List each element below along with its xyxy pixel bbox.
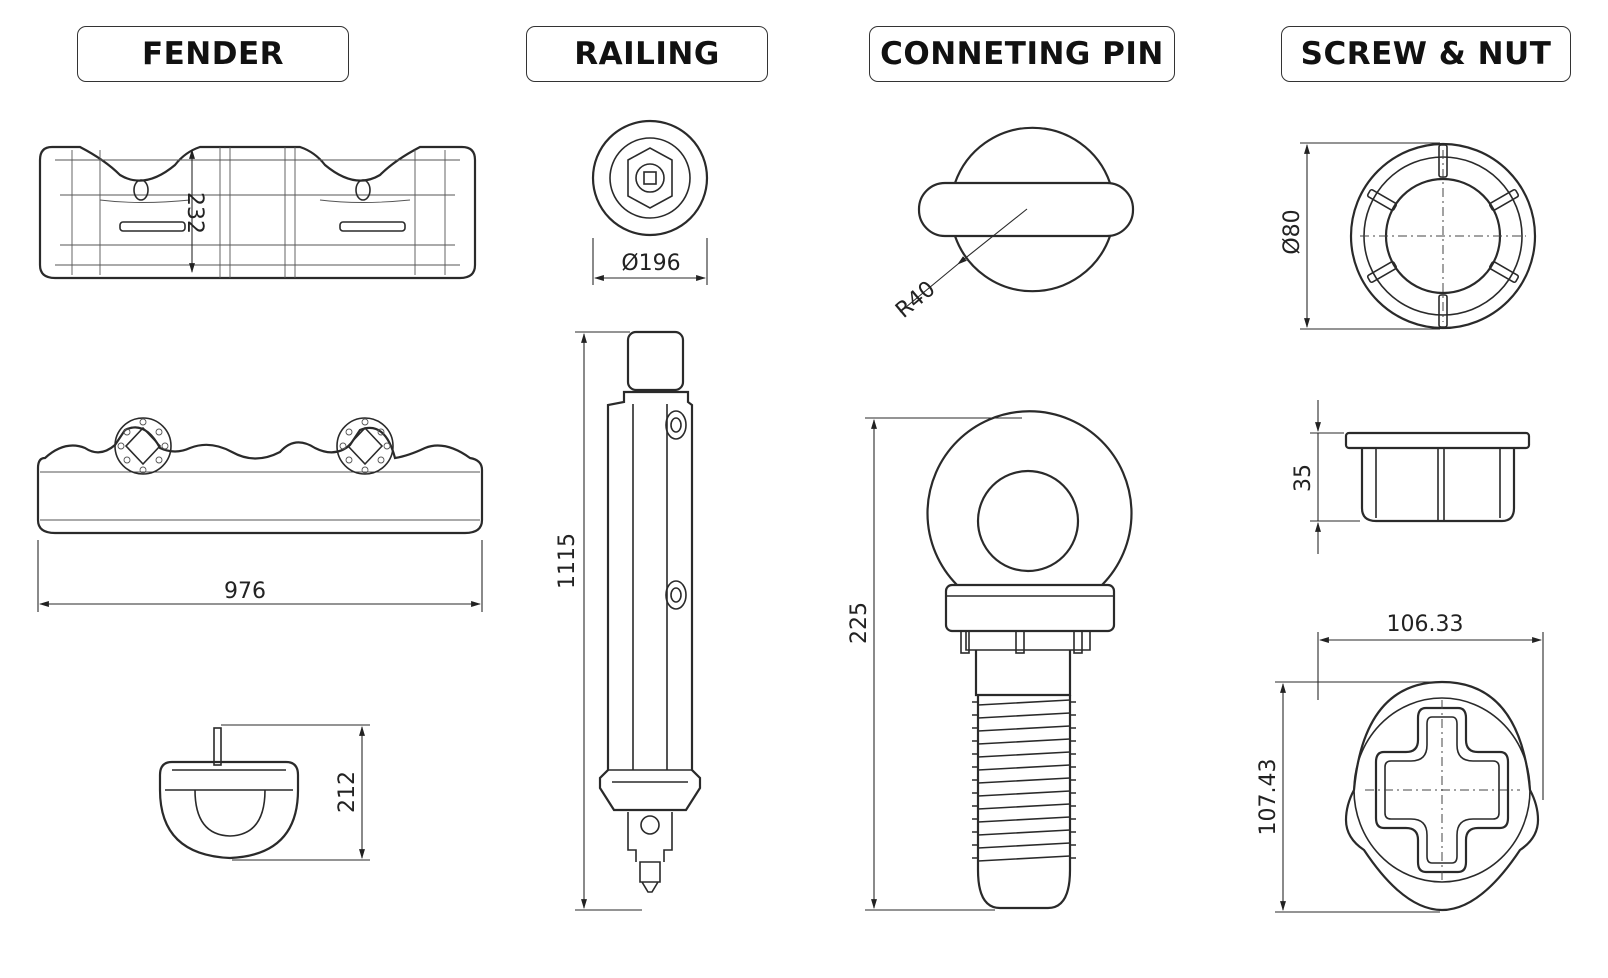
dim-pin-r40: R40 <box>891 277 940 324</box>
title-screw-nut: SCREW & NUT <box>1281 26 1571 82</box>
dim-railing-196: Ø196 <box>621 251 680 276</box>
dim-nut-80: Ø80 <box>1280 209 1305 254</box>
dim-railing-1115: 1115 <box>555 533 580 589</box>
title-railing: RAILING <box>526 26 768 82</box>
title-connecting-pin: CONNETING PIN <box>869 26 1175 82</box>
plate-top-view: 106.33 107.43 <box>1256 612 1544 913</box>
title-fender: FENDER <box>77 26 349 82</box>
fender-front-view: 976 <box>36 417 484 612</box>
dim-plate-10633: 106.33 <box>1387 612 1464 637</box>
nut-top-view: Ø80 <box>1280 142 1537 330</box>
pin-top-view: R40 <box>891 126 1135 324</box>
dim-fender-212: 212 <box>335 771 360 813</box>
fender-top-view: 232 <box>38 145 477 280</box>
pin-side-view: 225 <box>847 410 1133 911</box>
nut-side-view: 35 <box>1291 400 1531 554</box>
pin-thread <box>972 699 1076 862</box>
dim-plate-10743: 107.43 <box>1256 759 1281 836</box>
railing-end-view: Ø196 <box>591 119 709 285</box>
dim-fender-976: 976 <box>224 579 266 604</box>
dim-fender-232: 232 <box>182 192 207 234</box>
dim-nut-35: 35 <box>1291 464 1316 492</box>
dim-pin-225: 225 <box>847 602 872 644</box>
railing-side-view: 1115 <box>555 330 702 911</box>
fender-section-view: 212 <box>158 724 370 861</box>
